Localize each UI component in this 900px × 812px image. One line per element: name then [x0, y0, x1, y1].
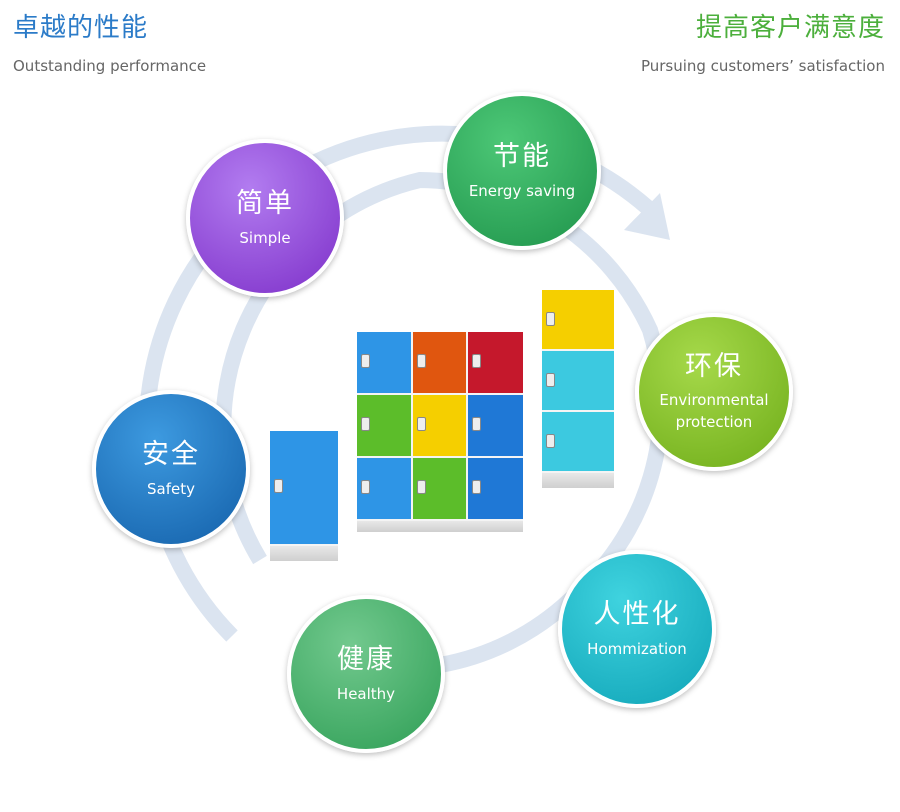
header-left-title: 卓越的性能	[13, 13, 149, 43]
locker-door	[413, 395, 468, 458]
feature-energy-saving: 节能 Energy saving	[443, 92, 601, 250]
locker-door	[468, 458, 523, 521]
feature-environmental: 环保 Environmental protection	[635, 313, 793, 471]
lock-icon	[361, 354, 370, 368]
lock-icon	[472, 354, 481, 368]
header-right: 提高客户满意度 Pursuing customers’ satisfaction	[641, 13, 885, 75]
lock-icon	[472, 480, 481, 494]
header-right-title: 提高客户满意度	[695, 13, 885, 43]
feature-safety-cn: 安全	[142, 439, 200, 470]
locker-single	[270, 431, 338, 561]
feature-hommization-en: Hommization	[587, 640, 687, 658]
feature-healthy-en: Healthy	[336, 685, 396, 703]
feature-simple-cn: 简单	[236, 188, 294, 219]
locker-door	[413, 458, 468, 521]
lock-icon	[472, 417, 481, 431]
locker-door	[357, 332, 413, 395]
lock-icon	[417, 417, 426, 431]
feature-energy-saving-en: Energy saving	[468, 182, 576, 200]
lock-icon	[417, 354, 426, 368]
feature-safety-en: Safety	[147, 480, 195, 498]
locker-door	[357, 395, 413, 458]
locker-door	[270, 431, 338, 546]
locker-door	[413, 332, 468, 395]
locker-door	[357, 458, 413, 521]
feature-healthy: 健康 Healthy	[287, 595, 445, 753]
locker-door	[542, 351, 614, 412]
locker-door	[542, 290, 614, 351]
feature-hommization-cn: 人性化	[593, 599, 681, 630]
locker-base	[357, 521, 523, 532]
lock-icon	[546, 434, 555, 448]
header-left-subtitle: Outstanding performance	[13, 57, 207, 75]
lock-icon	[417, 480, 426, 494]
lock-icon	[546, 373, 555, 387]
feature-simple: 简单 Simple	[186, 139, 344, 297]
feature-environmental-cn: 环保	[685, 351, 743, 382]
feature-safety: 安全 Safety	[92, 390, 250, 548]
feature-hommization: 人性化 Hommization	[558, 550, 716, 708]
locker-door	[468, 332, 523, 395]
header-right-subtitle: Pursuing customers’ satisfaction	[640, 57, 885, 75]
lock-icon	[361, 417, 370, 431]
locker-grid	[357, 332, 523, 532]
lock-icon	[274, 479, 283, 493]
locker-column	[542, 290, 614, 488]
cycle-arrowhead	[624, 193, 670, 240]
feature-simple-en: Simple	[239, 229, 291, 247]
header-left: 卓越的性能 Outstanding performance	[13, 13, 206, 75]
feature-healthy-cn: 健康	[337, 644, 395, 675]
feature-energy-saving-cn: 节能	[493, 141, 551, 172]
locker-door	[542, 412, 614, 473]
feature-environmental-en: Environmental protection	[659, 391, 769, 431]
locker-door	[468, 395, 523, 458]
lock-icon	[546, 312, 555, 326]
lock-icon	[361, 480, 370, 494]
locker-base	[542, 473, 614, 488]
locker-base	[270, 546, 338, 561]
